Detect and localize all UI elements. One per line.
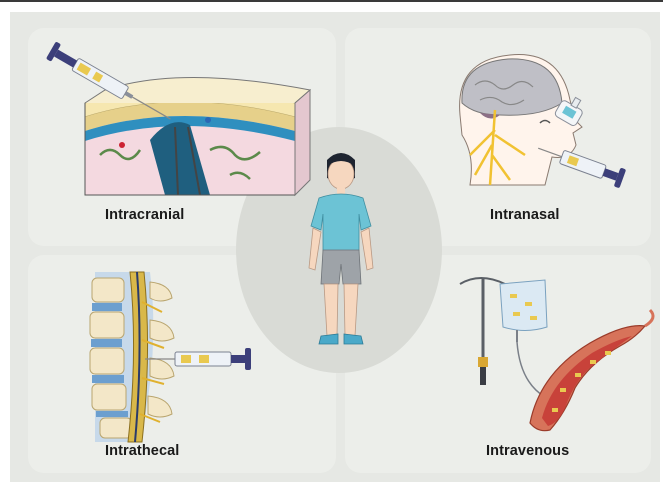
label-intravenous: Intravenous [486, 443, 569, 459]
child-figure [305, 148, 377, 353]
blood-vessel-icon [520, 318, 660, 438]
skull-section-icon [60, 45, 320, 195]
nasal-spray-icon [548, 95, 593, 135]
label-intracranial: Intracranial [105, 207, 184, 223]
spine-icon [80, 272, 280, 442]
top-divider [0, 0, 663, 2]
syringe-icon [545, 140, 635, 185]
label-intrathecal: Intrathecal [105, 443, 179, 459]
label-intranasal: Intranasal [490, 207, 560, 223]
